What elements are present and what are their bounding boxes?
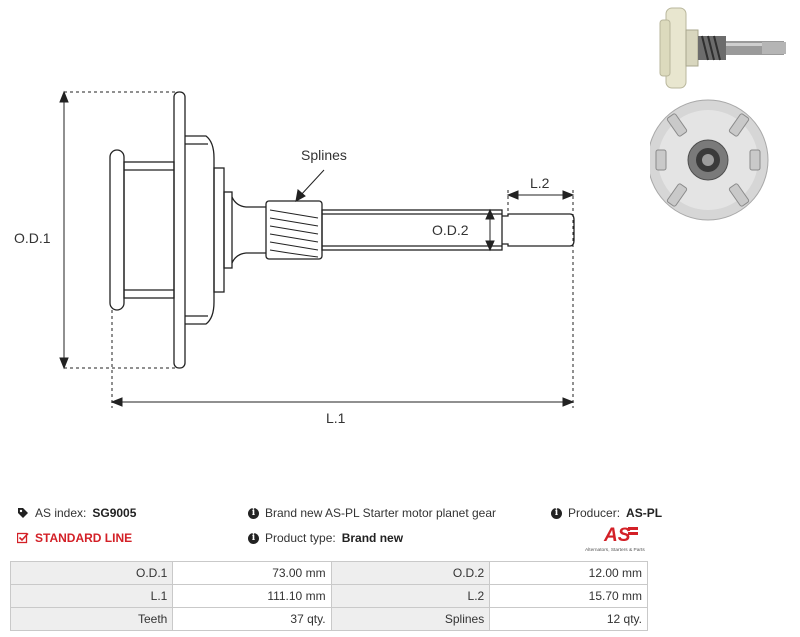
standard-line-row: STANDARD LINE [17, 531, 132, 545]
producer-row: i Producer: AS-PL [551, 506, 662, 520]
as-index-row: AS index: SG9005 [17, 506, 136, 520]
info-icon: i [551, 507, 562, 519]
od1-label: O.D.1 [14, 230, 51, 246]
product-type-value: Brand new [341, 531, 404, 545]
spec-key-cell: Teeth [9, 607, 174, 631]
product-photo-front [650, 99, 769, 221]
gear-cap [109, 149, 125, 311]
spec-value-cell: 73.00 mm [172, 561, 332, 585]
spec-key-cell: O.D.1 [9, 561, 174, 585]
spec-key-cell: O.D.2 [330, 561, 491, 585]
svg-text:AS: AS [603, 525, 631, 546]
description-text: Brand new AS-PL Starter motor planet gea… [265, 506, 497, 520]
as-pl-logo: AS Alternators, Starters & Parts [585, 525, 645, 553]
shaft [321, 209, 503, 251]
producer-value: AS-PL [626, 506, 663, 520]
spec-value-cell: 15.70 mm [489, 584, 648, 608]
svg-text:Alternators, Starters & Parts: Alternators, Starters & Parts [585, 547, 645, 553]
product-photos [650, 0, 800, 221]
l1-label: L.1 [326, 410, 346, 426]
splines-label: Splines [301, 147, 347, 163]
spec-key-cell: L.1 [9, 584, 174, 608]
as-index-label: AS index: [35, 506, 87, 520]
spec-value-cell: 111.10 mm [172, 584, 332, 608]
info-icon: i [248, 532, 259, 544]
check-icon [17, 532, 29, 544]
product-photo-side [650, 0, 800, 98]
l2-label: L.2 [530, 175, 550, 191]
as-index-value: SG9005 [92, 506, 137, 520]
spec-value-cell: 12 qty. [489, 607, 648, 631]
shaft-end [502, 213, 575, 247]
spec-key-cell: L.2 [330, 584, 491, 608]
spec-key-cell: Splines [330, 607, 491, 631]
info-icon: i [248, 507, 259, 519]
spec-value-cell: 12.00 mm [489, 561, 648, 585]
product-type-label: Product type: [265, 531, 336, 545]
hub [185, 135, 215, 325]
description-row: i Brand new AS-PL Starter motor planet g… [248, 506, 496, 520]
spec-value-cell: 37 qty. [172, 607, 332, 631]
standard-line-label: STANDARD LINE [35, 531, 133, 545]
product-type-row: i Product type: Brand new [248, 531, 403, 545]
producer-label: Producer: [568, 506, 621, 520]
gear-body [123, 161, 175, 299]
flange [173, 91, 186, 369]
od2-label: O.D.2 [432, 222, 469, 238]
technical-drawing: O.D.1 O.D.2 L.1 L.2 Splines [14, 90, 575, 426]
splines-leader [299, 169, 325, 197]
tag-icon [18, 508, 28, 518]
